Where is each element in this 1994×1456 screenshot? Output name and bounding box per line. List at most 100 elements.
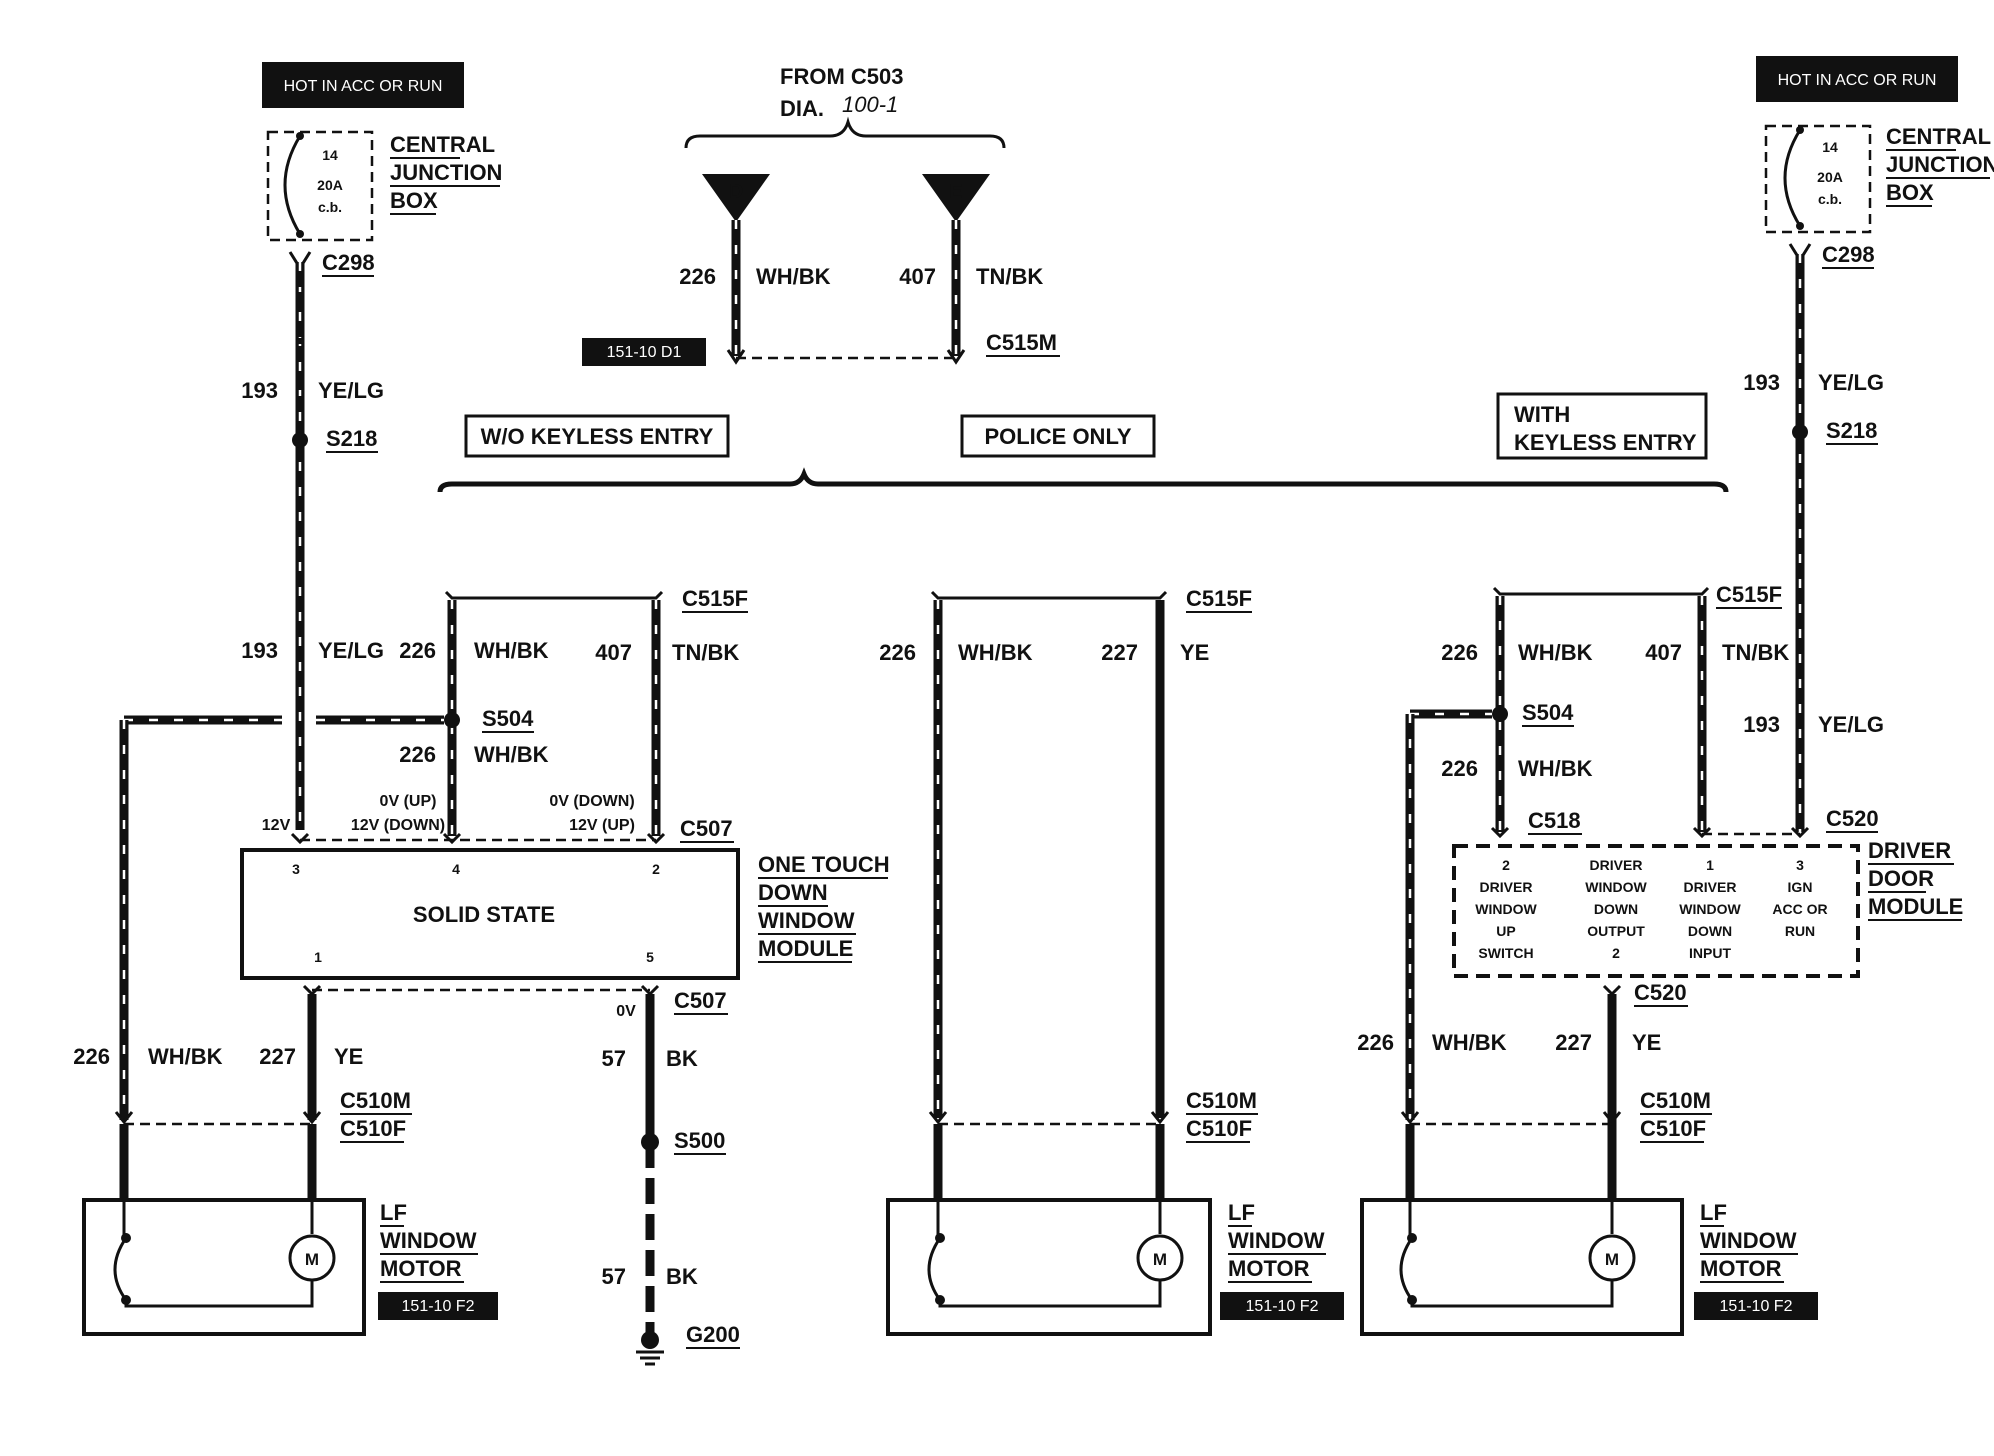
dia-ref: 100-1 [842, 92, 898, 117]
wire-193-left-top: 193 [241, 378, 278, 403]
motor-label-left-1: LF [380, 1200, 407, 1225]
fuse-rating-left: 20A [317, 177, 343, 193]
wire-226-keyless-low: 226 [1441, 756, 1478, 781]
variant-box-police [960, 414, 1156, 458]
wire-226-c503: 226 [679, 264, 716, 289]
wire-407-c503: 407 [899, 264, 936, 289]
wire-tnbk-wo: TN/BK [672, 640, 739, 665]
ddm-col4-line2: IGN [1788, 879, 1813, 895]
wire-ye-police: YE [1180, 640, 1209, 665]
ref-box-d1 [582, 338, 706, 366]
section-with-keyless: HOT IN ACC OR RUN 14 20A c.b. CENTRAL JU… [1357, 56, 1994, 1336]
motor-label-left-2: WINDOW [380, 1228, 477, 1253]
motor-m-right: M [1605, 1250, 1619, 1269]
wire-193-right-mid: 193 [1743, 712, 1780, 737]
wire-193-right-top: 193 [1743, 370, 1780, 395]
wire-whbk-keyless-top: WH/BK [1518, 640, 1593, 665]
wire-whbk-wo-top: WH/BK [474, 638, 549, 663]
cjb-label-left-2: JUNCTION [390, 160, 502, 185]
c520-label-bottom: C520 [1634, 980, 1687, 1005]
voltage-12v-up: 12V (UP) [569, 817, 635, 834]
one-touch-down-module [240, 848, 740, 980]
c515m-label: C515M [986, 330, 1057, 355]
driver-door-module [1452, 844, 1860, 978]
motor-label-right-3: MOTOR [1700, 1256, 1782, 1281]
splice-s504-right [1492, 706, 1508, 722]
c510f-label-left: C510F [340, 1116, 406, 1141]
otd-label-3: WINDOW [758, 908, 855, 933]
wire-193-left-mid: 193 [241, 638, 278, 663]
ref-box-f2-right [1694, 1292, 1818, 1320]
ddm-col3-line1: 1 [1706, 857, 1714, 873]
wire-407-wo: 407 [595, 640, 632, 665]
ddm-col1-line4: UP [1496, 923, 1515, 939]
c507-label-top: C507 [680, 816, 733, 841]
wire-whbk-police: WH/BK [958, 640, 1033, 665]
motor-symbol-right [1588, 1234, 1636, 1282]
hot-label-left: HOT IN ACC OR RUN [284, 78, 443, 95]
s218-label-left: S218 [326, 426, 377, 451]
c520-label-top: C520 [1826, 806, 1879, 831]
ground-symbol [636, 1331, 664, 1366]
splice-s504-left [444, 712, 460, 728]
c510m-label-police: C510M [1186, 1088, 1257, 1113]
c518-label: C518 [1528, 808, 1581, 833]
motor-label-police-1: LF [1228, 1200, 1255, 1225]
c298-label-left: C298 [322, 250, 375, 275]
wire-226-motor-left: 226 [73, 1044, 110, 1069]
variant-police: POLICE ONLY [984, 424, 1131, 449]
wire-whbk-keyless-low: WH/BK [1518, 756, 1593, 781]
fuse-number-left: 14 [322, 147, 338, 163]
variant-brace [437, 467, 1729, 493]
dia-label: DIA. [780, 96, 824, 121]
splice-s218-right [1792, 424, 1808, 440]
ddm-pin-col-2: DRIVER WINDOW DOWN OUTPUT 2 [1585, 857, 1647, 961]
ddm-label-3: MODULE [1868, 894, 1963, 919]
s504-label-right: S504 [1522, 700, 1574, 725]
voltage-0v-down: 0V (DOWN) [549, 793, 634, 810]
wire-whbk-c503: WH/BK [756, 264, 831, 289]
otd-body: SOLID STATE [413, 902, 555, 927]
wire-227-motor-right: 227 [1555, 1030, 1592, 1055]
ref-f2-right: 151-10 F2 [1720, 1298, 1793, 1315]
wire-226-police: 226 [879, 640, 916, 665]
ddm-col2-line4: OUTPUT [1587, 923, 1645, 939]
ref-f2-police: 151-10 F2 [1246, 1298, 1319, 1315]
variant-wo-keyless: W/O KEYLESS ENTRY [481, 424, 714, 449]
voltage-0v-up: 0V (UP) [380, 793, 437, 810]
section-wo-keyless: C515F 226 WH/BK 407 TN/BK S504 226 WH/BK… [73, 586, 890, 1366]
fuse-box-right [1764, 124, 1872, 234]
cjb-label-right-3: BOX [1886, 180, 1934, 205]
from-c503-label: FROM C503 [780, 64, 903, 89]
wire-57-top: 57 [602, 1046, 626, 1071]
motor-symbol-left [288, 1234, 336, 1282]
ref-box-f2-police [1220, 1292, 1344, 1320]
wire-whbk-motor-left: WH/BK [148, 1044, 223, 1069]
cjb-label-left-1: CENTRAL [390, 132, 495, 157]
cjb-label-left-3: BOX [390, 188, 438, 213]
ddm-col3-line3: WINDOW [1679, 901, 1741, 917]
c503-brace [684, 116, 1006, 149]
s218-label-right: S218 [1826, 418, 1877, 443]
c510f-label-police: C510F [1186, 1116, 1252, 1141]
fuse-box-left [266, 130, 374, 242]
wire-226-keyless-top: 226 [1441, 640, 1478, 665]
voltage-12v: 12V [262, 817, 291, 834]
wire-tnbk-c503: TN/BK [976, 264, 1043, 289]
splice-s218-left [292, 432, 308, 448]
fuse-rating-right: 20A [1817, 169, 1843, 185]
wire-ye-motor-right: YE [1632, 1030, 1661, 1055]
cjb-label-right-2: JUNCTION [1886, 152, 1994, 177]
motor-label-police-3: MOTOR [1228, 1256, 1310, 1281]
terminal-d [702, 174, 770, 222]
otd-pin-4: 4 [452, 861, 460, 877]
motor-label-left-3: MOTOR [380, 1256, 462, 1281]
wire-407-keyless: 407 [1645, 640, 1682, 665]
ddm-label-2: DOOR [1868, 866, 1934, 891]
ddm-col3-line4: DOWN [1688, 923, 1732, 939]
s504-label-left: S504 [482, 706, 534, 731]
wire-226-wo-low: 226 [399, 742, 436, 767]
wire-226-motor-right: 226 [1357, 1030, 1394, 1055]
ddm-col1-line2: DRIVER [1480, 879, 1533, 895]
fuse-type-right: c.b. [1818, 191, 1842, 207]
